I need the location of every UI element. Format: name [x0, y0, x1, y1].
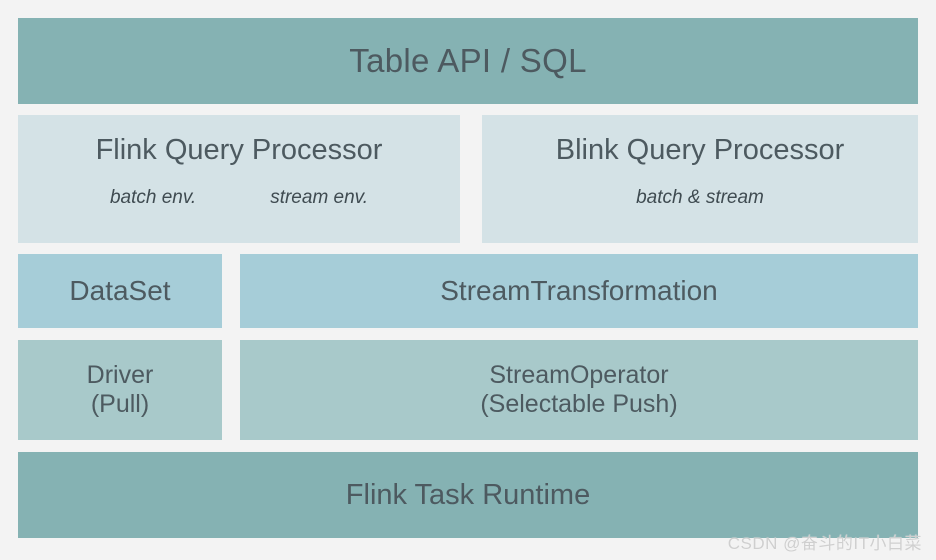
layer-box-dataset: DataSet	[18, 254, 222, 328]
layer-label-streamoperator: StreamOperator	[489, 360, 669, 389]
layer-sublabel-streamoperator-selectable-push: (Selectable Push)	[480, 390, 678, 418]
layer-label-driver: Driver	[86, 360, 154, 389]
processors-gap	[460, 115, 482, 243]
blink-processor-env-row: batch & stream	[482, 187, 918, 209]
layer-box-flink-query-processor: Flink Query Processor batch env. stream …	[18, 115, 460, 243]
layer-box-table-api: Table API / SQL	[18, 18, 918, 104]
layer-label-streamtransformation: StreamTransformation	[440, 275, 718, 307]
layer-box-streamtransformation: StreamTransformation	[240, 254, 918, 328]
layer-box-blink-query-processor: Blink Query Processor batch & stream	[482, 115, 918, 243]
transformation-gap	[222, 254, 240, 328]
layer-row-query-processors: Flink Query Processor batch env. stream …	[18, 115, 918, 243]
architecture-diagram: Table API / SQL Flink Query Processor ba…	[18, 18, 918, 542]
layer-label-flink-task-runtime: Flink Task Runtime	[345, 478, 591, 511]
layer-label-flink-query-processor: Flink Query Processor	[95, 134, 383, 166]
layer-label-blink-query-processor: Blink Query Processor	[555, 134, 845, 166]
blink-processor-batch-stream-label: batch & stream	[636, 187, 764, 209]
layer-row-table-api: Table API / SQL	[18, 18, 918, 104]
layer-box-driver: Driver (Pull)	[18, 340, 222, 440]
layer-label-table-api: Table API / SQL	[349, 41, 587, 79]
flink-processor-env-row: batch env. stream env.	[18, 187, 460, 209]
layer-label-dataset: DataSet	[69, 275, 171, 307]
layer-box-streamoperator: StreamOperator (Selectable Push)	[240, 340, 918, 440]
layer-row-transformation: DataSet StreamTransformation	[18, 254, 918, 328]
operator-gap	[222, 340, 240, 440]
layer-box-flink-task-runtime: Flink Task Runtime	[18, 452, 918, 538]
layer-sublabel-driver-pull: (Pull)	[90, 390, 150, 418]
layer-row-operator: Driver (Pull) StreamOperator (Selectable…	[18, 340, 918, 440]
flink-processor-batch-env-label: batch env.	[109, 187, 197, 209]
flink-processor-stream-env-label: stream env.	[270, 187, 369, 209]
layer-row-task-runtime: Flink Task Runtime	[18, 452, 918, 538]
watermark-text: CSDN @奋斗的IT小白菜	[727, 534, 922, 553]
